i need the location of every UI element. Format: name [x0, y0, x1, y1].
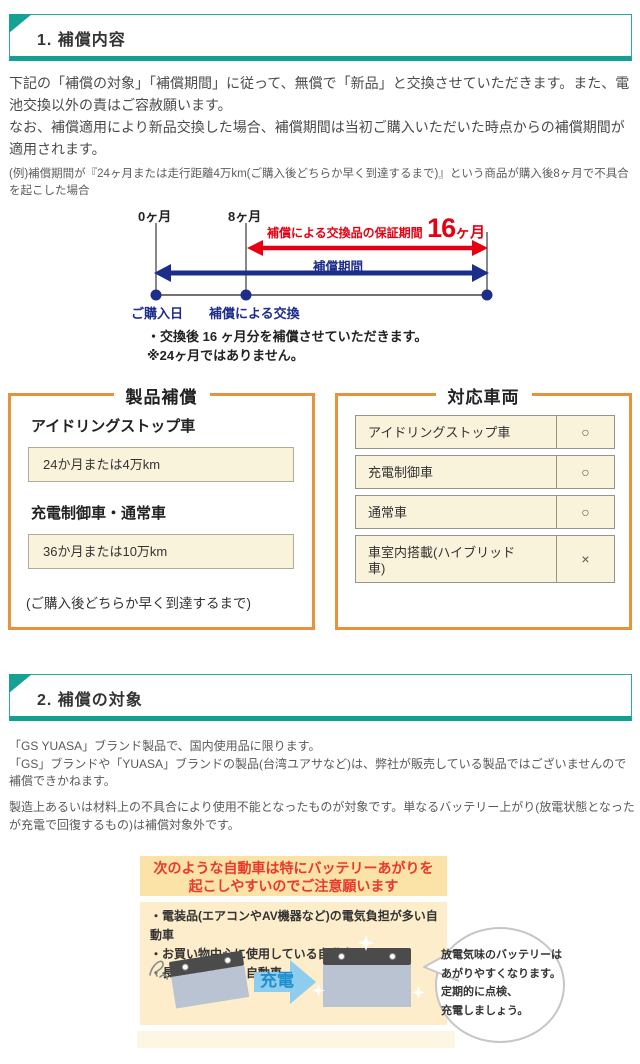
charge-control-heading: 充電制御車・通常車	[31, 505, 167, 522]
section1-title: 1. 補償内容	[37, 32, 126, 49]
vehicle-type-label: 通常車	[368, 505, 408, 520]
vehicle-type-label: アイドリングストップ車	[368, 425, 511, 440]
corner-fold-icon	[9, 14, 32, 33]
idling-stop-period-value: 24か月または4万km	[28, 447, 294, 482]
timeline-exchange-label: 補償による交換	[209, 306, 300, 321]
corner-fold-icon	[9, 674, 32, 693]
section1-header: 1. 補償内容	[9, 14, 632, 61]
product-warranty-box-title: 製品補償	[113, 383, 210, 408]
section2-para1: 「GS YUASA」ブランド製品で、国内使用品に限ります。 「GS」ブランドや「…	[9, 739, 627, 788]
table-row: 車室内搭載(ハイブリッド車) ×	[355, 535, 615, 583]
idling-stop-heading: アイドリングストップ車	[31, 418, 196, 435]
section2-para2: 製造上あるいは材料上の不具合により使用不能となったものが対象です。単なるバッテリ…	[9, 800, 635, 832]
charged-battery-icon	[323, 948, 411, 1007]
table-row: 充電制御車 ○	[355, 455, 615, 489]
warranty-timeline-diagram: 0ヶ月 8ヶ月 補償による交換品の保証期間 16ヶ月 補償期間 ご購入日 補償に…	[0, 200, 640, 365]
product-warranty-footnote: (ご購入後どちらか早く到達するまで)	[26, 596, 251, 611]
timeline-tick-8month: 8ヶ月	[228, 209, 262, 224]
table-row: アイドリングストップ車 ○	[355, 415, 615, 449]
red-label-unit: ヶ月	[455, 224, 486, 241]
sparkle-icon	[312, 984, 325, 997]
red-label-value: 16	[427, 213, 456, 243]
vehicle-type-label: 車室内搭載(ハイブリッド車)	[368, 545, 516, 576]
advice-speech-bubble	[435, 927, 565, 1043]
warning-box-shadow	[137, 1031, 455, 1048]
timeline-graphics	[150, 223, 493, 301]
compatible-vehicles-box: 対応車両 アイドリングストップ車 ○ 充電制御車 ○ 通常車 ○ 車室内搭載(ハ…	[335, 383, 632, 630]
compatibility-mark: ○	[556, 416, 614, 448]
section2-title: 2. 補償の対象	[37, 692, 143, 709]
vehicle-type-label: 充電制御車	[368, 465, 434, 480]
red-label-text: 補償による交換品の保証期間	[267, 226, 423, 240]
timeline-warranty-period-label: 補償期間	[313, 260, 364, 274]
timeline-note-1: ・交換後 16 ヶ月分を補償させていただきます。	[147, 329, 428, 344]
dizzy-squiggle-icon	[149, 960, 168, 980]
compatible-vehicles-box-title: 対応車両	[435, 383, 532, 408]
compatibility-mark: ×	[556, 536, 614, 582]
timeline-tick-0month: 0ヶ月	[138, 209, 172, 224]
section2-header: 2. 補償の対象	[9, 674, 632, 721]
timeline-replacement-warranty-label: 補償による交換品の保証期間 16ヶ月	[267, 213, 485, 244]
charge-control-period-value: 36か月または10万km	[28, 534, 294, 569]
section1-example: (例)補償期間が『24ヶ月または走行距離4万km(ご購入後どちらか早く到達するま…	[9, 168, 629, 197]
table-row: 通常車 ○	[355, 495, 615, 529]
speech-bubble-tail	[423, 948, 460, 982]
compatibility-mark: ○	[556, 456, 614, 488]
section1-intro: 下記の「補償の対象」「補償期間」に従って、無償で「新品」と交換させていただきます…	[9, 75, 630, 157]
sparkle-icon	[412, 986, 425, 999]
advice-speech-bubble-text: 放電気味のバッテリーは あがりやすくなります。 定期的に点検、 充電しましょう。	[441, 949, 562, 1017]
product-warranty-box: 製品補償 アイドリングストップ車 24か月または4万km 充電制御車・通常車 3…	[8, 383, 315, 630]
compatibility-mark: ○	[556, 496, 614, 528]
charge-label: 充電	[260, 971, 294, 990]
weak-battery-icon	[168, 950, 250, 1009]
charge-arrow-icon	[254, 960, 316, 1004]
timeline-note-2: ※24ヶ月ではありません。	[147, 348, 304, 363]
vehicle-compatibility-table: アイドリングストップ車 ○ 充電制御車 ○ 通常車 ○ 車室内搭載(ハイブリッド…	[355, 415, 615, 589]
warning-box-body: ・電装品(エアコンやAV機器など)の電気負担が多い自動車 ・お買い物中心に使用し…	[140, 902, 447, 1025]
sparkle-icon	[358, 935, 374, 951]
warning-box-heading: 次のような自動車は特にバッテリーあがりを 起こしやすいのでご注意願います	[140, 856, 447, 896]
timeline-purchase-date-label: ご購入日	[131, 306, 184, 321]
